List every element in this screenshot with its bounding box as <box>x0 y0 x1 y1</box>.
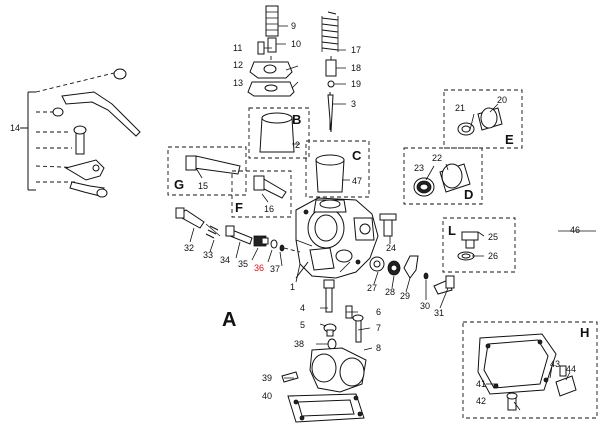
part-label-37: 37 <box>270 264 280 274</box>
part-label-42: 42 <box>476 396 486 406</box>
part-label-9: 9 <box>291 21 296 31</box>
part-label-4: 4 <box>300 303 305 313</box>
part-label-22: 22 <box>432 153 442 163</box>
part-label-46: 46 <box>570 225 580 235</box>
group-label-a: A <box>222 309 236 331</box>
part-label-5: 5 <box>300 320 305 330</box>
part-label-40: 40 <box>262 391 272 401</box>
part-label-43: 43 <box>550 359 560 369</box>
part-label-13: 13 <box>233 78 243 88</box>
group-labels: A B C D E F G H L <box>174 112 589 340</box>
top-parts <box>247 5 339 133</box>
carburetor-body <box>295 197 379 279</box>
part-label-20: 20 <box>497 95 507 105</box>
parts-right <box>369 213 455 295</box>
part-label-10: 10 <box>291 39 301 49</box>
part-label-21: 21 <box>455 103 465 113</box>
box-l <box>442 217 516 273</box>
part-label-29: 29 <box>400 291 410 301</box>
group-label-d: D <box>464 187 473 202</box>
part-label-36: 36 <box>254 263 264 273</box>
box-g-f <box>167 146 292 218</box>
group-label-c: C <box>352 148 362 163</box>
part-label-28: 28 <box>385 287 395 297</box>
part-label-24: 24 <box>386 243 396 253</box>
part-label-3: 3 <box>351 99 356 109</box>
box-b <box>248 107 310 159</box>
part-label-8: 8 <box>376 343 381 353</box>
part-label-38: 38 <box>294 339 304 349</box>
group-label-h: H <box>580 325 589 340</box>
part-label-30: 30 <box>420 301 430 311</box>
leader-lines <box>189 25 596 411</box>
part-label-12: 12 <box>233 60 243 70</box>
part-label-26: 26 <box>488 251 498 261</box>
group-label-e: E <box>505 132 514 147</box>
part-label-39: 39 <box>262 373 272 383</box>
part-label-17: 17 <box>351 45 361 55</box>
part-label-11: 11 <box>233 43 242 53</box>
throttle-linkage <box>20 68 141 198</box>
part-label-23: 23 <box>414 163 424 173</box>
part-label-34: 34 <box>220 255 230 265</box>
part-label-18: 18 <box>351 63 361 73</box>
part-label-14: 14 <box>10 123 20 133</box>
box-d-e <box>403 89 523 205</box>
part-label-44: 44 <box>566 364 576 374</box>
part-label-6: 6 <box>376 307 381 317</box>
part-label-27: 27 <box>367 283 377 293</box>
part-label-47: 47 <box>352 176 362 186</box>
group-label-f: F <box>235 200 243 215</box>
part-label-16: 16 <box>264 204 274 214</box>
part-label-7: 7 <box>376 323 381 333</box>
part-label-25: 25 <box>488 232 498 242</box>
group-label-l: L <box>448 223 456 238</box>
part-label-2: 2 <box>295 140 300 150</box>
group-label-g: G <box>174 177 184 192</box>
jets-left <box>175 207 301 253</box>
part-label-15: 15 <box>198 181 208 191</box>
part-label-32: 32 <box>184 243 194 253</box>
group-label-b: B <box>292 112 301 127</box>
part-label-41: 41 <box>476 379 486 389</box>
part-label-35: 35 <box>238 259 248 269</box>
part-label-19: 19 <box>351 79 361 89</box>
part-label-31: 31 <box>434 308 444 318</box>
part-label-33: 33 <box>203 250 213 260</box>
part-label-1: 1 <box>290 282 295 292</box>
box-c <box>305 140 370 198</box>
part-labels: 9 10 11 12 13 17 18 19 3 2 47 14 15 16 2… <box>10 21 580 406</box>
